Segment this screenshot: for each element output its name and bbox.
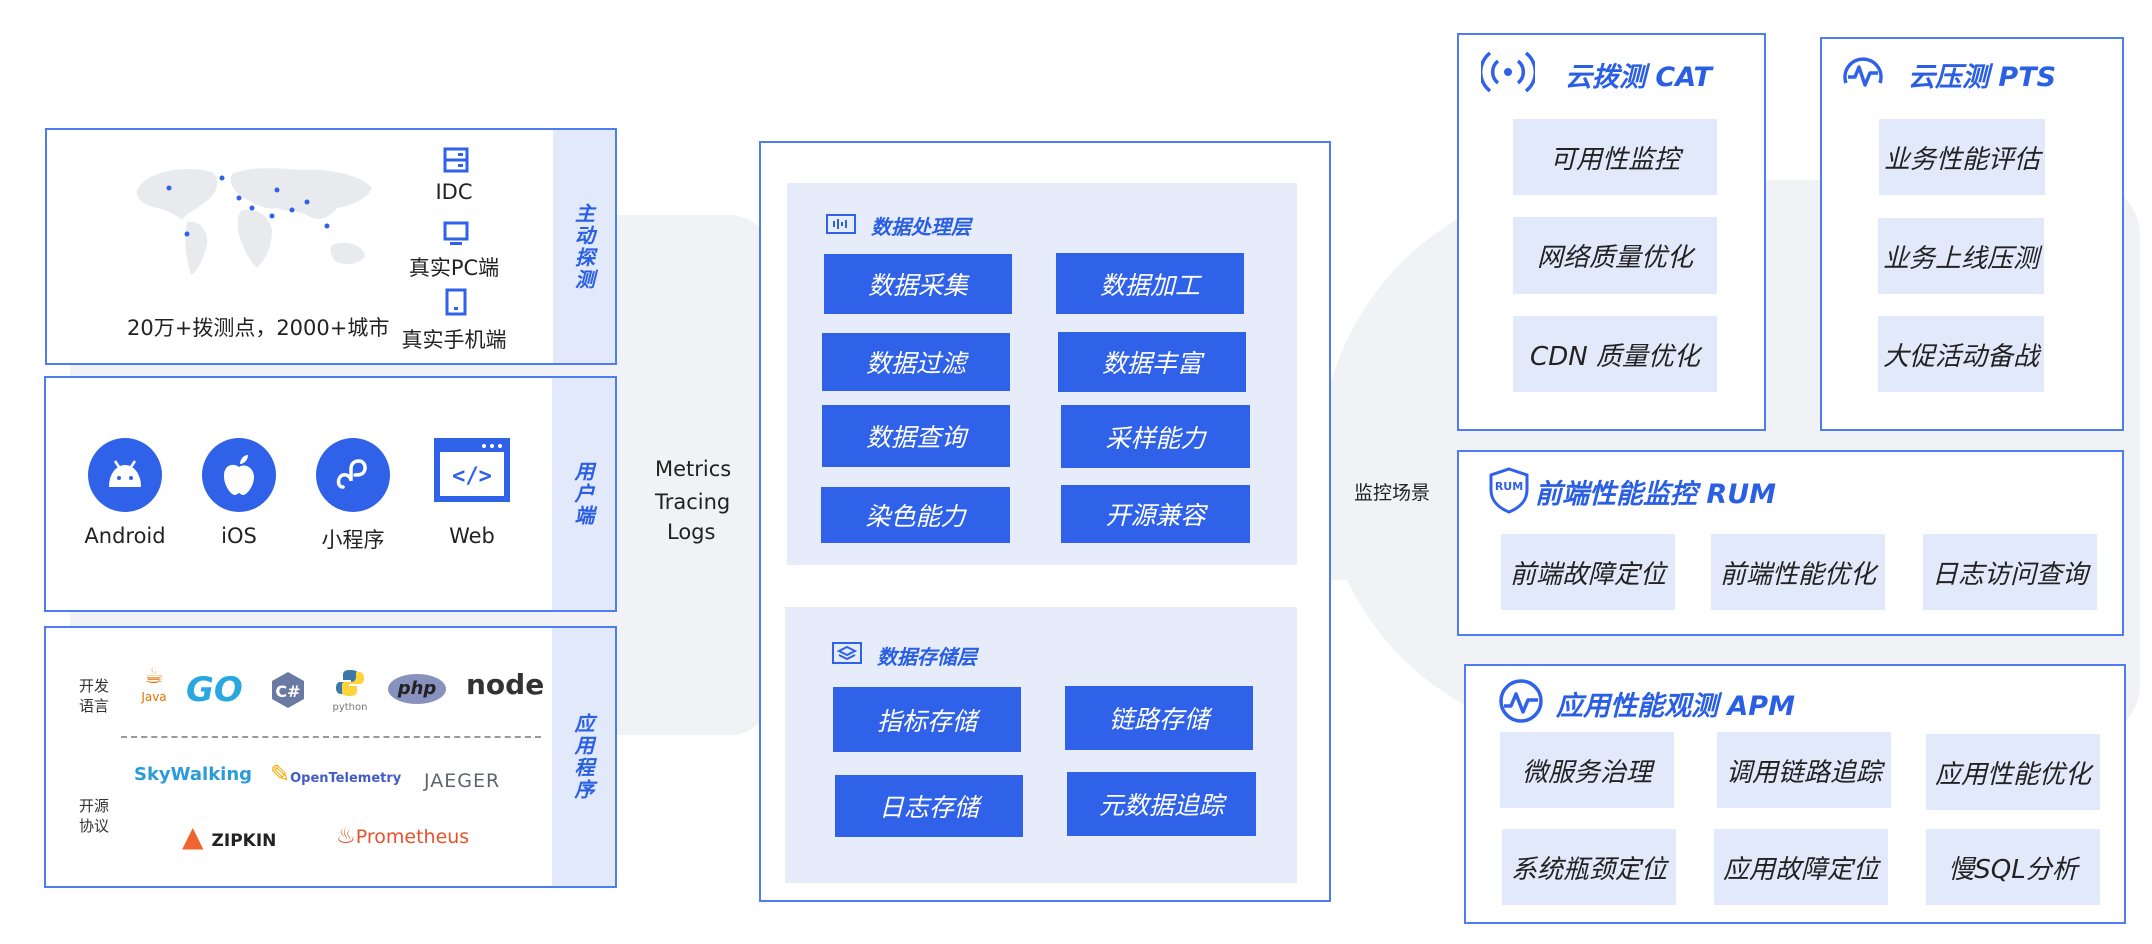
signal-logs: Logs <box>667 520 716 544</box>
apm-app-perf-optimize[interactable]: 应用性能优化 <box>1926 734 2100 810</box>
rum-fault-locate[interactable]: 前端故障定位 <box>1501 534 1675 610</box>
active-probe-panel: 20万+拨测点，2000+城市 IDC 真实PC端 真实手机端 主动探测 <box>45 128 617 365</box>
store-traces[interactable]: 链路存储 <box>1065 686 1253 750</box>
storage-layer-title: 数据存储层 <box>877 645 977 669</box>
probe-item-pc: 真实PC端 <box>408 256 500 280</box>
map-caption: 20万+拨测点，2000+城市 <box>127 316 390 340</box>
store-metadata-trace[interactable]: 元数据追踪 <box>1067 772 1256 836</box>
cat-cdn-quality[interactable]: CDN 质量优化 <box>1513 316 1717 392</box>
apple-icon <box>202 438 276 512</box>
signal-tracing: Tracing <box>655 490 731 514</box>
rum-title: 前端性能监控 RUM <box>1535 479 1776 510</box>
processing-layer: 数据处理层 数据采集 数据加工 数据过滤 数据丰富 数据查询 采样能力 染色能力… <box>787 183 1297 565</box>
cat-panel: 云拨测 CAT 可用性监控 网络质量优化 CDN 质量优化 <box>1457 33 1766 431</box>
python-logo: python <box>328 668 372 713</box>
processing-layer-icon <box>826 214 856 234</box>
apm-title: 应用性能观测 APM <box>1556 691 1795 722</box>
tab-active-probe[interactable]: 主动探测 <box>553 130 615 363</box>
proc-data-process[interactable]: 数据加工 <box>1056 253 1244 314</box>
user-item-ios: iOS <box>221 524 257 548</box>
mini-program-icon <box>316 438 390 512</box>
radio-wave-icon <box>1481 51 1535 93</box>
apm-fault-locate[interactable]: 应用故障定位 <box>1714 829 1888 905</box>
open-proto-label: 开源协议 <box>78 797 109 835</box>
apm-panel: 应用性能观测 APM 微服务治理 调用链路追踪 应用性能优化 系统瓶颈定位 应用… <box>1464 664 2126 924</box>
svg-text:</>: </> <box>452 464 492 489</box>
tab-application[interactable]: 应用程序 <box>552 628 615 886</box>
android-icon <box>88 438 162 512</box>
svg-text:C#: C# <box>275 682 300 701</box>
apm-trace-tracking[interactable]: 调用链路追踪 <box>1717 732 1891 808</box>
dev-lang-label: 开发语言 <box>78 677 109 715</box>
proc-sampling[interactable]: 采样能力 <box>1061 405 1250 468</box>
pts-promo-prep[interactable]: 大促活动备战 <box>1878 316 2044 392</box>
signal-metrics: Metrics <box>655 457 732 481</box>
user-item-android: Android <box>84 524 166 548</box>
data-platform-panel: 数据处理层 数据采集 数据加工 数据过滤 数据丰富 数据查询 采样能力 染色能力… <box>759 141 1331 902</box>
jaeger-logo: JAEGER <box>424 770 501 792</box>
node-logo: node <box>466 668 545 701</box>
store-metrics[interactable]: 指标存储 <box>833 687 1021 752</box>
zipkin-logo: ▲ZIPKIN <box>182 820 277 853</box>
cat-title: 云拨测 CAT <box>1565 62 1712 93</box>
apm-bottleneck-locate[interactable]: 系统瓶颈定位 <box>1502 829 1676 905</box>
rum-panel: RUM 前端性能监控 RUM 前端故障定位 前端性能优化 日志访问查询 <box>1457 450 2124 636</box>
opentelemetry-logo: ✎OpenTelemetry <box>270 760 402 788</box>
apm-microservice-gov[interactable]: 微服务治理 <box>1500 732 1674 808</box>
proc-data-query[interactable]: 数据查询 <box>822 405 1010 467</box>
separator-line <box>121 736 541 738</box>
cat-availability[interactable]: 可用性监控 <box>1513 119 1717 195</box>
go-logo: GO <box>186 670 243 710</box>
pts-launch-stress[interactable]: 业务上线压测 <box>1878 218 2044 294</box>
store-logs[interactable]: 日志存储 <box>835 775 1023 837</box>
rum-shield-icon: RUM <box>1487 466 1531 514</box>
cat-network-quality[interactable]: 网络质量优化 <box>1513 217 1717 294</box>
prometheus-logo: ♨Prometheus <box>336 824 470 849</box>
csharp-logo: C# <box>268 670 308 714</box>
skywalking-logo: SkyWalking <box>134 764 253 785</box>
user-end-panel: Android iOS 小程序 </> Web 用户端 <box>44 376 617 612</box>
storage-layer-icon <box>832 642 862 664</box>
proc-data-enrich[interactable]: 数据丰富 <box>1058 332 1246 392</box>
php-logo: php <box>388 674 446 704</box>
tab-user-end[interactable]: 用户端 <box>552 378 615 610</box>
mobile-icon <box>445 288 467 316</box>
pts-panel: 云压测 PTS 业务性能评估 业务上线压测 大促活动备战 <box>1820 37 2124 431</box>
monitor-icon <box>443 221 469 245</box>
pts-performance-eval[interactable]: 业务性能评估 <box>1879 119 2045 195</box>
pulse-wave-icon <box>1843 57 1883 87</box>
proc-data-collect[interactable]: 数据采集 <box>824 254 1012 314</box>
server-icon <box>443 147 469 173</box>
user-item-mini-program: 小程序 <box>321 528 385 552</box>
rum-perf-optimize[interactable]: 前端性能优化 <box>1711 534 1885 610</box>
pts-title: 云压测 PTS <box>1908 62 2057 93</box>
processing-layer-title: 数据处理层 <box>871 215 971 239</box>
rum-log-query[interactable]: 日志访问查询 <box>1923 534 2097 610</box>
probe-item-idc: IDC <box>435 180 473 204</box>
web-code-icon: </> <box>434 438 510 502</box>
proc-open-source-compat[interactable]: 开源兼容 <box>1061 485 1250 543</box>
probe-item-mobile: 真实手机端 <box>401 328 507 352</box>
application-panel: 开发语言 开源协议 ☕ Java GO C# python php node S… <box>44 626 617 888</box>
java-logo: ☕ Java <box>141 664 167 704</box>
apm-gauge-icon <box>1499 679 1543 723</box>
proc-data-filter[interactable]: 数据过滤 <box>822 333 1010 391</box>
world-map-icon <box>136 168 372 275</box>
proc-dyeing[interactable]: 染色能力 <box>821 487 1010 543</box>
apm-slow-sql[interactable]: 慢SQL分析 <box>1926 829 2100 905</box>
storage-layer: 数据存储层 指标存储 链路存储 日志存储 元数据追踪 <box>785 607 1297 883</box>
user-item-web: Web <box>449 524 495 548</box>
scenario-label: 监控场景 <box>1354 482 1431 504</box>
